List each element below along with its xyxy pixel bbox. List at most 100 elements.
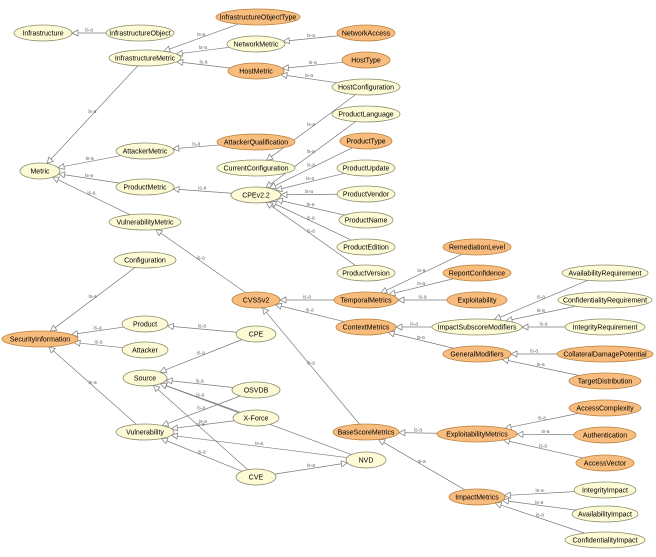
node-vulnerability[interactable]: Vulnerability — [115, 423, 175, 441]
node-infrastructure-metric[interactable]: InfrastructureMetric — [108, 49, 182, 67]
node-label: AccessVector — [584, 460, 627, 467]
edge-label: is-a — [303, 295, 311, 301]
node-label: ProductUpdate — [343, 165, 390, 172]
node-current-configuration[interactable]: CurrentConfiguration — [216, 159, 296, 177]
node-product-vendor[interactable]: ProductVendor — [336, 185, 396, 203]
edge-label: is-a — [94, 325, 102, 331]
node-general-modifiers[interactable]: GeneralModifiers — [442, 345, 512, 363]
node-host-metric[interactable]: HostMetric — [227, 62, 285, 80]
edge-label: is-a — [418, 295, 426, 301]
edge-configuration-to-security-information: is-a — [49, 267, 136, 332]
node-cve[interactable]: CVE — [235, 468, 277, 486]
node-product-update[interactable]: ProductUpdate — [336, 159, 396, 177]
edge-host-configuration-to-host-metric: is-a — [280, 72, 338, 84]
edge-temporal-metrics-to-cvssv2: is-a — [279, 295, 334, 304]
edge-access-vector-to-exploitability-metrics: is-a — [502, 437, 583, 459]
node-label: AttackerQualification — [224, 139, 288, 146]
node-cpe[interactable]: CPE — [235, 325, 277, 343]
node-product-language[interactable]: ProductLanguage — [331, 105, 401, 123]
node-attacker-metric[interactable]: AttackerMetric — [115, 142, 175, 160]
node-label: TargetDistribution — [578, 378, 633, 385]
node-security-information[interactable]: SecurityInformation — [1, 330, 79, 348]
node-label: NetworkMetric — [234, 41, 279, 48]
node-confidentiality-requirement[interactable]: ConfidentialityRequirement — [557, 291, 653, 309]
node-base-score-metrics[interactable]: BaseScoreMetrics — [332, 423, 400, 441]
node-label: InfrastructureObjectType — [220, 14, 297, 21]
edge-product-version-to-cpev22: is-a — [265, 201, 356, 266]
node-label: TemporalMetrics — [340, 297, 392, 304]
node-cpev22[interactable]: CPEv2.2 — [230, 186, 282, 204]
node-impact-subscore-modifiers[interactable]: ImpactSubscoreModifiers — [431, 318, 523, 336]
edge-label: is-a — [197, 32, 205, 38]
node-network-access[interactable]: NetworkAccess — [336, 24, 396, 42]
node-label: RemediationLevel — [449, 244, 505, 251]
node-product-metric[interactable]: ProductMetric — [115, 178, 175, 196]
edge-impact-metrics-to-base-score-metrics: is-a — [377, 438, 465, 491]
edge-attacker-to-security-information: is-a — [73, 340, 124, 349]
node-exploitability[interactable]: Exploitability — [446, 291, 508, 309]
node-confidentiality-impact[interactable]: ConfidentialityImpact — [564, 531, 646, 549]
edge-label: is-a — [199, 45, 207, 51]
edge-label: is-a — [537, 362, 545, 368]
edge-label: is-a — [538, 415, 546, 421]
node-access-vector[interactable]: AccessVector — [575, 454, 635, 472]
edge-attacker-metric-to-metric: is-a — [57, 155, 122, 170]
node-label: ImpactSubscoreModifiers — [438, 324, 517, 331]
edge-label: is-a — [88, 109, 96, 115]
node-attacker[interactable]: Attacker — [121, 341, 169, 359]
edge-cpe-to-product: is-a — [166, 323, 237, 333]
node-remediation-level[interactable]: RemediationLevel — [442, 238, 512, 256]
node-integrity-impact[interactable]: IntegrityImpact — [573, 481, 637, 499]
node-availability-impact[interactable]: AvailabilityImpact — [571, 505, 639, 523]
node-infrastructure-object[interactable]: InfrastructureObject — [105, 24, 175, 42]
node-cvssv2[interactable]: CVSSv2 — [231, 291, 281, 309]
node-product-edition[interactable]: ProductEdition — [336, 238, 396, 256]
node-product-version[interactable]: ProductVersion — [336, 264, 396, 282]
node-source[interactable]: Source — [122, 369, 168, 387]
node-label: OSVDB — [244, 387, 269, 394]
edge-vulnerability-metric-to-metric: is-a — [52, 176, 131, 216]
node-product-type[interactable]: ProductType — [339, 132, 393, 150]
node-vulnerability-metric[interactable]: VulnerabilityMetric — [108, 213, 182, 231]
node-authentication[interactable]: Authentication — [573, 426, 637, 444]
node-label: CVE — [249, 474, 264, 481]
node-host-configuration[interactable]: HostConfiguration — [331, 78, 401, 96]
node-host-type[interactable]: HostType — [341, 51, 391, 69]
node-infrastructure[interactable]: Infrastructure — [13, 24, 73, 42]
node-temporal-metrics[interactable]: TemporalMetrics — [333, 291, 399, 309]
node-label: IntegrityRequirement — [573, 324, 638, 331]
node-collateral-damage-potential[interactable]: CollateralDamagePotential — [556, 345, 654, 363]
node-availability-requirement[interactable]: AvailabilityRequirement — [561, 264, 649, 282]
edge-availability-requirement-to-impact-subscore-modifiers: is-a — [493, 279, 588, 321]
node-context-metrics[interactable]: ContextMetrics — [335, 318, 397, 336]
edge-nvd-to-vulnerability: is-a — [170, 432, 347, 458]
node-infrastructure-object-type[interactable]: InfrastructureObjectType — [215, 8, 301, 26]
node-network-metric[interactable]: NetworkMetric — [226, 35, 286, 53]
node-configuration[interactable]: Configuration — [113, 251, 177, 269]
edge-label: is-a — [417, 281, 425, 287]
node-exploitability-metrics[interactable]: ExploitabilityMetrics — [436, 425, 518, 443]
node-label: CPE — [249, 331, 264, 338]
node-label: ProductName — [345, 217, 388, 224]
edge-label: is-a — [541, 429, 549, 435]
node-label: X-Force — [244, 415, 269, 422]
node-xforce[interactable]: X-Force — [232, 409, 280, 427]
node-impact-metrics[interactable]: ImpactMetrics — [448, 488, 506, 506]
node-label: HostMetric — [239, 68, 273, 75]
node-product-name[interactable]: ProductName — [338, 211, 394, 229]
edge-label: is-a — [539, 443, 547, 449]
node-metric[interactable]: Metric — [19, 162, 61, 180]
edge-target-distribution-to-general-modifiers: is-a — [501, 357, 579, 376]
node-product[interactable]: Product — [121, 315, 169, 333]
node-attacker-qualification[interactable]: AttackerQualification — [216, 133, 296, 151]
edge-integrity-impact-to-impact-metrics: is-a — [503, 488, 575, 499]
node-osvdb[interactable]: OSVDB — [231, 381, 281, 399]
edge-authentication-to-exploitability-metrics: is-a — [516, 429, 575, 438]
node-integrity-requirement[interactable]: IntegrityRequirement — [564, 318, 646, 336]
node-access-complexity[interactable]: AccessComplexity — [568, 399, 642, 417]
node-nvd[interactable]: NVD — [345, 451, 387, 469]
node-target-distribution[interactable]: TargetDistribution — [568, 372, 642, 390]
node-report-confidence[interactable]: ReportConfidence — [442, 264, 512, 282]
edge-confidentiality-impact-to-impact-metrics: is-a — [494, 501, 585, 534]
